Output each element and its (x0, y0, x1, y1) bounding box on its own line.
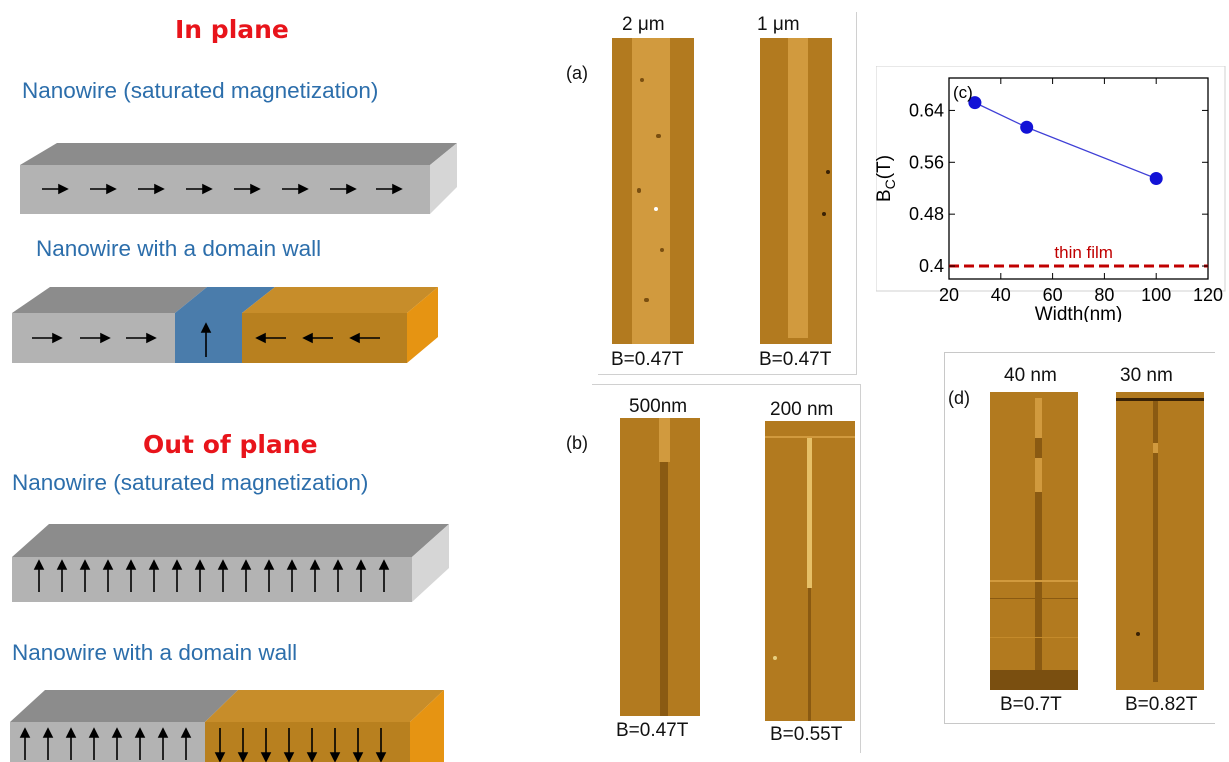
panel-d-field-label-1: B=0.7T (1000, 694, 1062, 715)
panel-a-field-label-1: B=0.47T (611, 349, 684, 370)
thin-film-label: thin film (1054, 243, 1113, 262)
in-plane-domain-wall-label: Nanowire with a domain wall (36, 236, 322, 261)
mfm-image-200nm (765, 421, 855, 721)
magnetization-arrow-icons (32, 322, 380, 357)
in-plane-heading: In plane (175, 15, 289, 44)
out-of-plane-heading: Out of plane (143, 430, 318, 459)
x-tick-label: 120 (1193, 285, 1223, 305)
magnetization-arrow-icons (42, 183, 403, 195)
panel-c-tag: (c) (953, 83, 973, 102)
panel-a-width-label-1: 2 μm (622, 14, 665, 35)
mfm-image-500nm (620, 418, 700, 716)
panel-a-tag: (a) (566, 63, 588, 83)
data-point (968, 96, 982, 110)
x-axis-label: Width(nm) (1035, 304, 1123, 322)
y-axis-label: BC(T) (876, 155, 898, 202)
x-tick-label: 100 (1141, 285, 1171, 305)
in-plane-saturated-label: Nanowire (saturated magnetization) (22, 78, 379, 103)
mfm-image-30nm (1116, 392, 1204, 690)
panel-a-width-label-2: 1 μm (757, 14, 800, 35)
panel-b-field-label-1: B=0.47T (616, 720, 689, 741)
y-tick-label: 0.48 (909, 204, 944, 224)
panel-a-frame (598, 12, 857, 375)
out-of-plane-domain-wall-wire (10, 690, 444, 762)
panel-d-width-label-1: 40 nm (1004, 365, 1057, 386)
panel-b-width-label-2: 200 nm (770, 399, 834, 420)
panel-d-width-label-2: 30 nm (1120, 365, 1173, 386)
data-point (1020, 120, 1034, 134)
panel-d-field-label-2: B=0.82T (1125, 694, 1198, 715)
mfm-image-40nm (990, 392, 1078, 690)
in-plane-saturated-wire (20, 143, 457, 214)
panel-a-field-label-2: B=0.47T (759, 349, 832, 370)
panel-b-tag: (b) (566, 433, 588, 453)
panel-b-width-label-1: 500nm (629, 396, 688, 417)
panel-c-chart: thin film 20 40 60 80 100 120 0.4 0.48 0.56 0.64 (c… (876, 66, 1226, 322)
plot-frame (948, 77, 1209, 280)
series-line (974, 102, 1157, 180)
out-of-plane-saturated-wire (12, 524, 449, 602)
x-tick-label: 60 (1043, 285, 1063, 305)
magnetization-arrow-icons (33, 559, 390, 592)
y-tick-label: 0.64 (909, 100, 944, 120)
mfm-image-2um (612, 38, 694, 344)
panel-b-frame (592, 384, 861, 753)
y-tick-label: 0.56 (909, 152, 944, 172)
x-tick-label: 20 (939, 285, 959, 305)
in-plane-domain-wall-wire (12, 287, 438, 363)
panel-b-field-label-2: B=0.55T (770, 724, 843, 745)
x-tick-label: 40 (991, 285, 1011, 305)
out-of-plane-domain-wall-label: Nanowire with a domain wall (12, 640, 298, 665)
panel-d-tag: (d) (948, 388, 970, 408)
data-point (1149, 172, 1163, 185)
x-tick-label: 80 (1094, 285, 1114, 305)
magnetization-arrow-icons (19, 727, 387, 762)
y-tick-label: 0.4 (919, 256, 944, 276)
mfm-image-1um (760, 38, 832, 344)
out-of-plane-saturated-label: Nanowire (saturated magnetization) (12, 470, 369, 495)
panel-d-frame (944, 352, 1215, 724)
